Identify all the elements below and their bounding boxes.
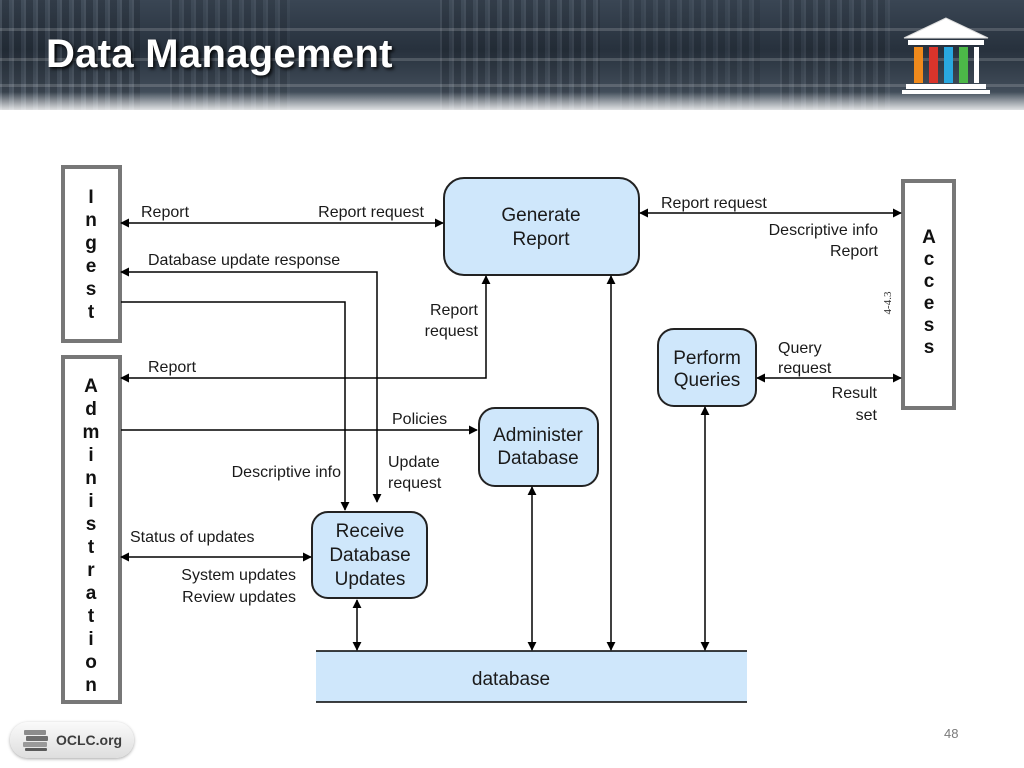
entity-letter: m [83,422,100,443]
entity-letter: i [88,629,93,650]
flow-label: Query [778,340,822,357]
header-banner [0,0,1024,110]
entity-letter: s [924,337,935,358]
entity-letter: r [87,560,95,581]
process-label: Administer [493,425,583,446]
flow-label: Report [141,204,190,221]
entity-letter: g [85,233,97,254]
slide-title: Data Management [46,32,393,76]
flow-label: Database update response [148,252,340,269]
database-store [316,651,747,702]
entity-letter: s [924,315,935,336]
process-label: Database [329,545,410,566]
entity-letter: o [85,652,97,673]
flow-label: Report [830,243,879,260]
flow-label: System updates [181,567,296,584]
flow-label: set [856,407,878,424]
entity-letter: n [85,675,97,696]
perform-queries-process [657,328,757,407]
oclc-logo-badge[interactable]: OCLC.org [10,722,134,758]
ingest-entity [61,165,122,343]
flow-label: Report [430,302,479,319]
administer-database-process [478,407,599,487]
flow-label: Descriptive info [232,464,341,481]
entity-letter: e [924,293,935,314]
process-label: Report [512,229,570,250]
reference-number: 4-4.3 [882,291,894,314]
entity-letter: s [86,279,97,300]
flow-label: Report request [661,195,767,212]
entity-letter: t [88,537,95,558]
flow-report-admin [120,275,491,383]
flow-label: request [388,475,442,492]
ingest-entity-label: I n g e s t [85,187,97,323]
footer-logo-text: OCLC.org [56,732,123,748]
process-label: Receive [336,521,405,542]
receive-database-updates-process [311,511,428,599]
entity-letter: A [84,376,98,397]
entity-letter: n [85,210,97,231]
entity-letter: a [86,583,97,604]
access-entity [901,179,956,410]
flow-label: request [425,323,479,340]
flow-label: Status of updates [130,529,255,546]
process-label: Queries [674,370,741,391]
entity-letter: I [88,187,93,208]
flow-label: Review updates [182,589,296,606]
flow-label: request [778,360,832,377]
process-label: Generate [501,205,580,226]
administration-entity-label: A d m i n i s t r a t i o n [83,376,100,696]
flow-database-update [120,267,382,503]
flow-label: Result [832,385,878,402]
entity-letter: A [922,227,936,248]
entity-letter: s [86,514,97,535]
access-entity-label: A c c e s s [922,227,936,358]
entity-letter: i [88,491,93,512]
administration-entity [61,355,122,704]
library-building-icon [902,17,990,94]
flow-label: Report request [318,204,424,221]
page-number: 48 [944,726,959,741]
entity-letter: i [88,445,93,466]
flow-label: Update [388,454,440,471]
books-icon [23,730,48,751]
entity-letter: d [85,399,97,420]
entity-letter: c [924,249,935,270]
flow-label: Report [148,359,197,376]
flow-label: Descriptive info [769,222,878,239]
flow-label: Policies [392,411,447,428]
generate-report-process [443,177,640,276]
entity-letter: t [88,302,95,323]
database-label: database [472,669,550,690]
process-label: Perform [673,348,741,369]
entity-letter: n [85,468,97,489]
entity-letter: c [924,271,935,292]
process-label: Updates [335,569,406,590]
process-label: Database [497,448,578,469]
entity-letter: t [88,606,95,627]
entity-letter: e [86,256,97,277]
